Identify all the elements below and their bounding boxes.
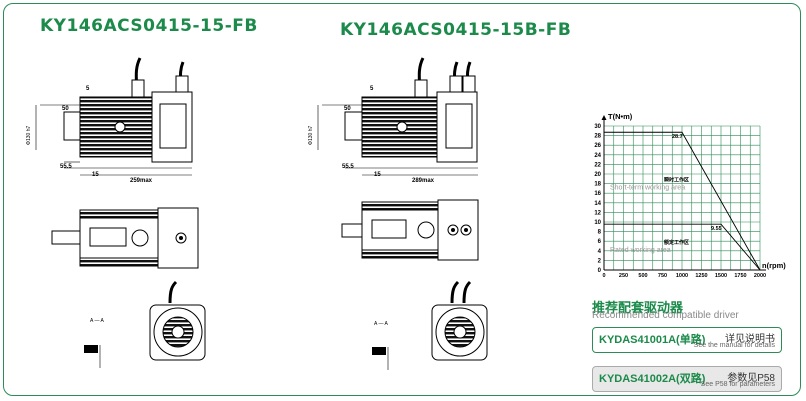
region-label-en-1: Short-term working area: [610, 185, 685, 192]
region-label-zh-1: 瞬时工作区: [664, 177, 689, 184]
y-tick-label: 28: [594, 134, 601, 140]
dim-5-left: 5: [86, 86, 90, 92]
x-tick-label: 1000: [676, 273, 688, 279]
motor-top-view-right: [341, 199, 479, 261]
motor-top-view-left: [51, 207, 199, 269]
dim-length-left: 259max: [130, 178, 153, 184]
x-tick-label: 750: [658, 273, 667, 279]
x-tick-label: 1500: [715, 273, 727, 279]
y-axis-arrow: [601, 115, 607, 120]
dim-50-right: 50: [344, 106, 351, 112]
driver-model-2: KYDAS41002A(双路): [599, 373, 706, 385]
y-tick-label: 10: [594, 220, 601, 226]
driver-item-1[interactable]: KYDAS41001A(单路) 详见说明书 See the manual for…: [592, 327, 782, 353]
y-tick-label: 4: [598, 249, 602, 255]
dim-length-right: 289max: [412, 178, 435, 184]
dim-diameter-left: Φ130 h7: [26, 125, 32, 145]
y-tick-label: 8: [598, 230, 602, 236]
page-frame: [3, 3, 801, 396]
chart-axes: [601, 115, 766, 271]
dim-55-left: 55.5: [60, 164, 72, 170]
dim-55-right: 55.5: [342, 164, 354, 170]
driver-subheading: Recommended compatible driver: [592, 310, 739, 321]
motor-side-view-left: [35, 57, 193, 176]
dim-diameter-right: Φ130 h7: [308, 125, 314, 145]
y-tick-label: 20: [594, 172, 601, 178]
region-label-zh-2: 额定工作区: [664, 239, 689, 246]
section-label-right: A — A: [374, 321, 389, 327]
x-tick-label: 500: [638, 273, 647, 279]
model-title-right: KY146ACS0415-15B-FB: [340, 20, 572, 40]
driver-note-1: 详见说明书: [725, 334, 775, 345]
driver-item-2[interactable]: KYDAS41002A(双路) 参数见P58 See P58 for param…: [592, 366, 782, 392]
region-label-en-2: Rated working area: [610, 247, 671, 254]
driver-heading: 推荐配套驱动器: [592, 300, 684, 315]
motor-flange-view-right: [372, 280, 488, 370]
y-tick-label: 0: [598, 268, 602, 274]
driver-note-en-2: See P58 for parameters: [700, 381, 775, 388]
driver-note-2: 参数见P58: [727, 373, 775, 384]
x-axis-title: n(rpm): [762, 261, 786, 270]
series-line-2: [604, 223, 761, 271]
chart-series: [604, 131, 761, 271]
annotation-1: 28.7: [672, 134, 683, 140]
y-tick-label: 22: [594, 162, 601, 168]
y-tick-label: 12: [594, 210, 601, 216]
y-tick-label: 6: [598, 239, 602, 245]
x-tick-label: 2000: [754, 273, 766, 279]
motor-side-view-right: [317, 57, 478, 176]
x-tick-label: 1750: [734, 273, 746, 279]
series-line-1: [604, 131, 761, 271]
x-tick-label: 250: [619, 273, 628, 279]
annotation-2: 9.55: [711, 226, 722, 232]
y-tick-label: 24: [594, 153, 601, 159]
model-title-left: KY146ACS0415-15-FB: [40, 16, 258, 36]
y-tick-label: 26: [594, 143, 601, 149]
driver-note-en-1: See the manual for details: [693, 342, 775, 349]
dim-15-right: 15: [374, 172, 381, 178]
y-tick-label: 30: [594, 124, 601, 130]
chart-grid: [603, 125, 761, 271]
dim-50-left: 50: [62, 106, 69, 112]
driver-model-1: KYDAS41001A(单路): [599, 334, 706, 346]
y-tick-label: 2: [598, 258, 602, 264]
motor-flange-view-left: [84, 280, 206, 368]
dim-15-left: 15: [92, 172, 99, 178]
y-axis-title: T(N•m): [608, 112, 633, 121]
x-tick-label: 0: [602, 273, 605, 279]
x-tick-label: 1250: [695, 273, 707, 279]
y-tick-label: 14: [594, 201, 601, 207]
section-label-left: A — A: [90, 318, 105, 324]
dim-5-right: 5: [370, 86, 374, 92]
y-tick-label: 18: [594, 182, 601, 188]
y-tick-label: 16: [594, 191, 601, 197]
